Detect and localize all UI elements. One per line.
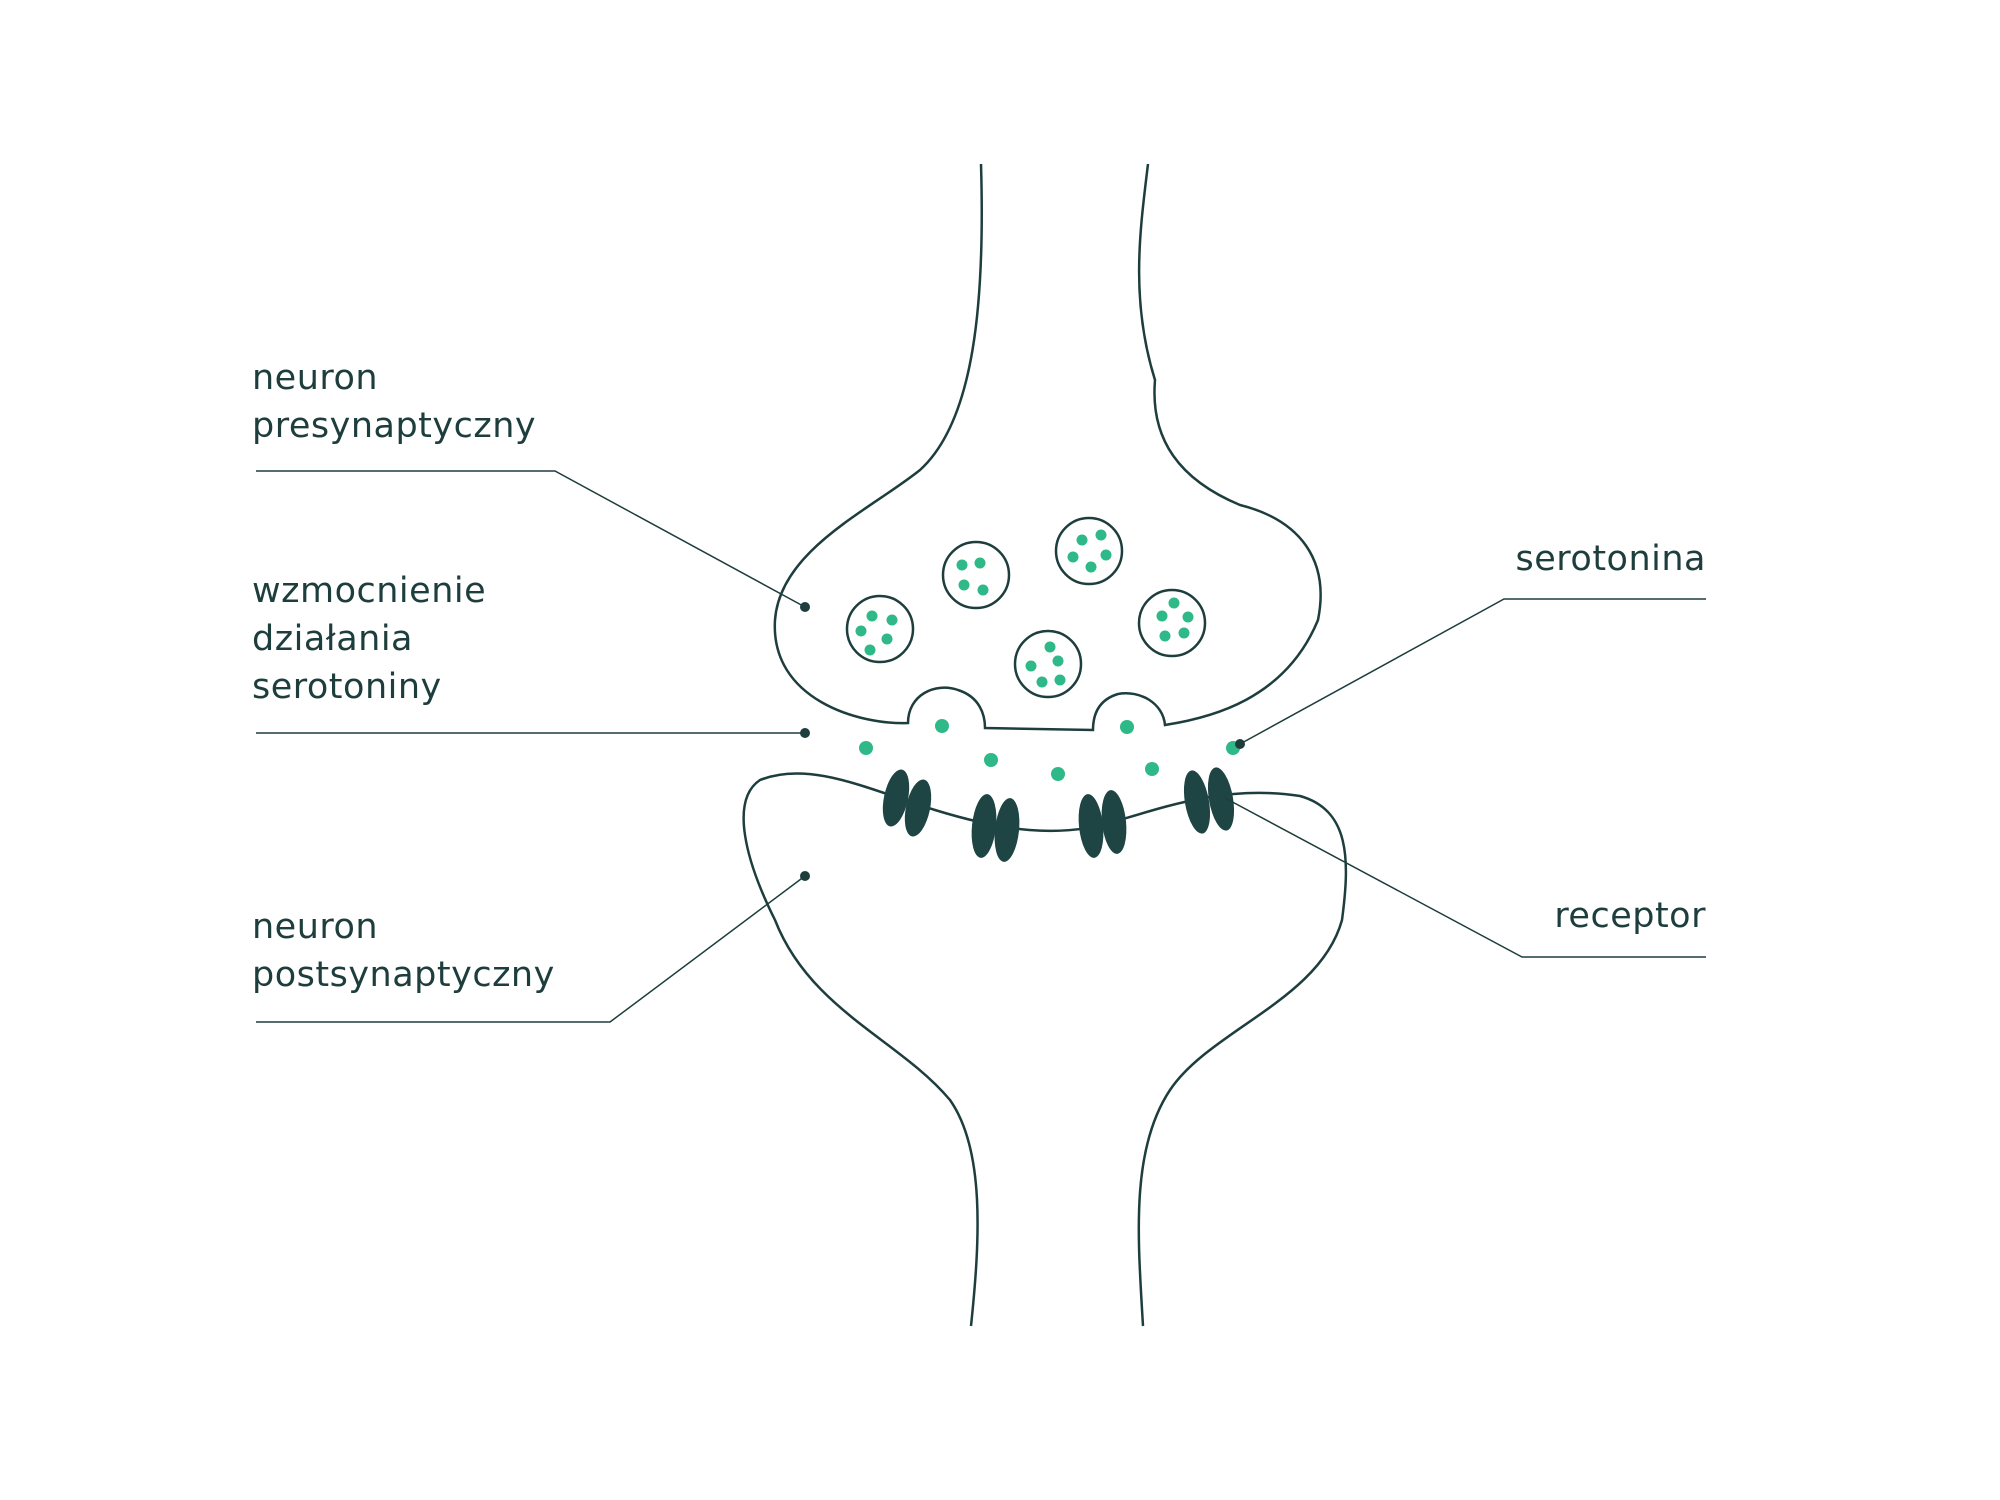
serotonin-molecule <box>866 610 878 622</box>
vesicle <box>1054 516 1124 586</box>
serotonin-molecule <box>1025 660 1037 672</box>
postsynaptic-neuron-outline <box>742 772 1348 1327</box>
cleft-serotonin <box>859 719 1240 781</box>
label-line: neuron <box>252 907 379 947</box>
presynaptic-neuron-outline <box>773 163 1322 732</box>
serotonin-molecule <box>1159 630 1171 642</box>
serotonin-molecule <box>1036 676 1048 688</box>
serotonin-molecule <box>1076 534 1088 546</box>
label-line: serotoniny <box>252 667 442 707</box>
serotonin-molecule <box>974 557 986 569</box>
label-serotonin-enhancement: wzmocnienie działania serotoniny <box>252 567 486 711</box>
serotonin-molecule <box>1052 655 1064 667</box>
serotonin-molecule <box>1051 767 1065 781</box>
serotonin-molecule <box>984 753 998 767</box>
leader-serotonin <box>1235 598 1706 749</box>
serotonin-molecule <box>956 559 968 571</box>
leader-presynaptic <box>256 470 810 612</box>
serotonin-molecule <box>886 614 898 626</box>
serotonin-molecule <box>1182 611 1194 623</box>
vesicle <box>941 540 1011 610</box>
vesicle <box>845 594 915 664</box>
serotonin-molecule <box>1067 551 1079 563</box>
label-presynaptic-neuron: neuron presynaptyczny <box>252 354 536 450</box>
serotonin-molecule <box>977 584 989 596</box>
serotonin-molecule <box>1145 762 1159 776</box>
serotonin-molecule <box>1156 610 1168 622</box>
receptor <box>882 769 932 837</box>
serotonin-molecule <box>1100 549 1112 561</box>
serotonin-molecule <box>864 644 876 656</box>
serotonin-molecule <box>1095 529 1107 541</box>
label-postsynaptic-neuron: neuron postsynaptyczny <box>252 903 555 999</box>
serotonin-molecule <box>1044 641 1056 653</box>
leader-dot <box>800 871 810 881</box>
serotonin-molecule <box>935 719 949 733</box>
receptor <box>1183 767 1235 834</box>
leader-enhancement <box>256 728 810 738</box>
label-line: presynaptyczny <box>252 406 537 446</box>
leader-dot <box>800 728 810 738</box>
serotonin-molecule <box>859 741 873 755</box>
serotonin-molecule <box>855 625 867 637</box>
serotonin-molecule <box>1178 627 1190 639</box>
serotonin-molecule <box>1168 597 1180 609</box>
serotonin-molecule <box>1120 720 1134 734</box>
label-line: neuron <box>252 358 379 398</box>
receptor <box>971 794 1020 862</box>
serotonin-molecule <box>1054 674 1066 686</box>
label-receptor: receptor <box>1554 896 1706 936</box>
leader-dot <box>1235 739 1245 749</box>
receptor <box>1078 790 1127 858</box>
serotonin-molecule <box>881 633 893 645</box>
serotonin-molecule <box>958 579 970 591</box>
label-line: postsynaptyczny <box>252 955 555 995</box>
label-serotonin: serotonina <box>1515 539 1706 579</box>
leader-dot <box>800 602 810 612</box>
serotonin-molecule <box>1085 561 1097 573</box>
leader-receptor <box>1224 797 1706 958</box>
label-line: wzmocnienie <box>252 571 487 611</box>
vesicle <box>1013 629 1083 699</box>
vesicle <box>1137 588 1207 658</box>
label-line: działania <box>252 619 414 659</box>
leader-postsynaptic <box>256 871 810 1023</box>
